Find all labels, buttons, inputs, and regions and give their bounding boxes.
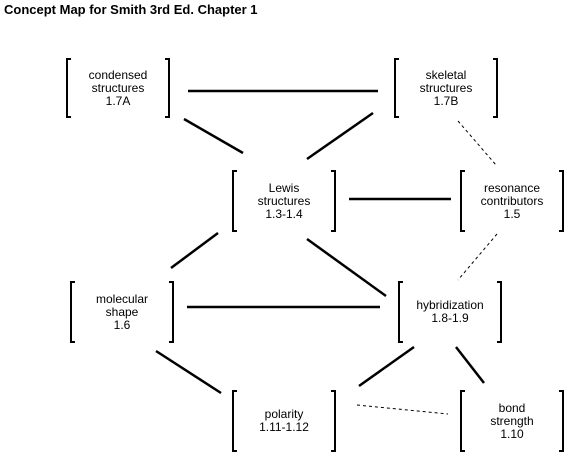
bracket-tick: [460, 390, 465, 392]
bracket-tick: [460, 230, 465, 232]
node-bond-strength: bond strength 1.10: [460, 390, 564, 452]
bracket-tick: [169, 341, 174, 343]
bracket-tick: [66, 58, 71, 60]
bracket-tick: [232, 230, 237, 232]
node-condensed-structures: condensed structures 1.7A: [66, 58, 170, 118]
node-hybridization: hybridization 1.8-1.9: [398, 281, 502, 343]
link-molecular-polarity: [155, 349, 222, 395]
bracket-tick: [70, 341, 75, 343]
link-polarity-bond: [356, 404, 449, 415]
page-title: Concept Map for Smith 3rd Ed. Chapter 1: [4, 2, 258, 17]
node-polarity-label: polarity 1.11-1.12: [259, 407, 309, 434]
node-condensed-label: condensed structures 1.7A: [88, 67, 148, 108]
node-skeletal-label: skeletal structures 1.7B: [419, 67, 473, 108]
node-skeletal-structures: skeletal structures 1.7B: [394, 58, 498, 118]
link-skeletal-resonance: [457, 120, 497, 166]
bracket-tick: [331, 170, 336, 172]
link-resonance-hybridization: [457, 233, 498, 281]
node-hybridization-label: hybridization 1.8-1.9: [416, 298, 484, 325]
link-hybridization-bond: [455, 346, 485, 384]
bracket-tick: [493, 58, 498, 60]
bracket-tick: [331, 450, 336, 452]
bracket-tick: [165, 116, 170, 118]
bracket-tick: [559, 450, 564, 452]
bracket-tick: [394, 116, 399, 118]
node-lewis-label: Lewis structures 1.3-1.4: [257, 180, 311, 221]
bracket-tick: [165, 58, 170, 60]
node-bond-label: bond strength 1.10: [490, 400, 534, 441]
link-condensed-lewis: [183, 117, 244, 155]
bracket-tick: [493, 116, 498, 118]
node-resonance-contributors: resonance contributors 1.5: [460, 170, 564, 232]
link-hybridization-polarity: [358, 345, 415, 388]
bracket-tick: [331, 230, 336, 232]
link-lewis-hybridization: [306, 237, 387, 298]
node-polarity: polarity 1.11-1.12: [232, 390, 336, 452]
link-lewis-molecular: [170, 231, 219, 270]
node-resonance-label: resonance contributors 1.5: [480, 180, 544, 221]
bracket-tick: [398, 281, 403, 283]
node-lewis-structures: Lewis structures 1.3-1.4: [232, 170, 336, 232]
bracket-tick: [232, 170, 237, 172]
bracket-tick: [70, 281, 75, 283]
bracket-tick: [559, 170, 564, 172]
bracket-tick: [66, 116, 71, 118]
bracket-tick: [559, 230, 564, 232]
bracket-tick: [497, 341, 502, 343]
bracket-tick: [497, 281, 502, 283]
bracket-tick: [232, 450, 237, 452]
link-skeletal-lewis: [306, 111, 374, 161]
node-molecular-label: molecular shape 1.6: [95, 291, 149, 332]
node-molecular-shape: molecular shape 1.6: [70, 281, 174, 343]
bracket-tick: [460, 450, 465, 452]
bracket-tick: [331, 390, 336, 392]
bracket-tick: [460, 170, 465, 172]
bracket-tick: [169, 281, 174, 283]
bracket-tick: [394, 58, 399, 60]
bracket-tick: [232, 390, 237, 392]
bracket-tick: [398, 341, 403, 343]
bracket-tick: [559, 390, 564, 392]
